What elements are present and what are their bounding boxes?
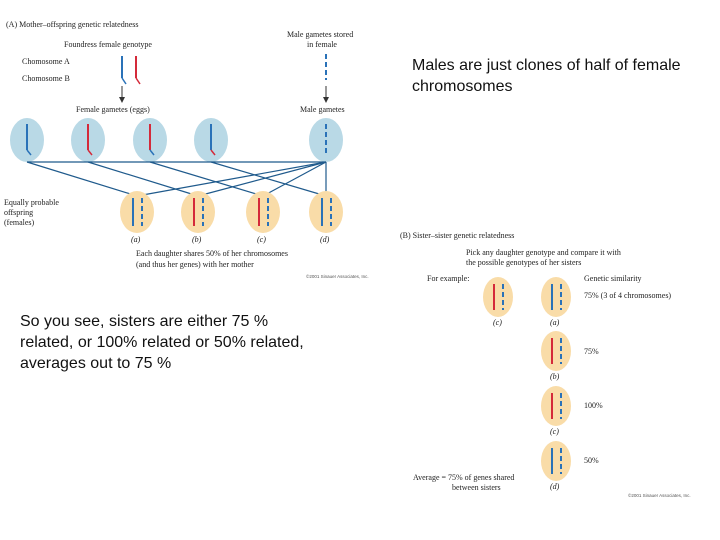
- offspring-label-line1: Equally probable: [4, 198, 59, 207]
- males-note: Males are just clones of half of female …: [412, 57, 681, 95]
- picked-letter: (c): [493, 318, 502, 327]
- panelA-title: (A) Mother–offspring genetic relatedness: [6, 20, 139, 29]
- panelB-copyright: ©2001 Sinauer Associates, Inc.: [628, 493, 691, 498]
- gamete-ovals: [10, 118, 343, 162]
- row-letter-c: (c): [550, 427, 559, 436]
- row-similarity-a: 75% (3 of 4 chromosomes): [584, 291, 672, 300]
- row-similarity-c: 100%: [584, 401, 603, 410]
- offspring-letter-a: (a): [131, 235, 141, 244]
- sisters-note: So you see, sisters are either 75 % rela…: [20, 313, 304, 372]
- offspring-letter-b: (b): [192, 235, 202, 244]
- row-letter-d: (d): [550, 482, 560, 491]
- chromosome-b-label: Chomosome B: [22, 74, 70, 83]
- row-similarity-b: 75%: [584, 347, 599, 356]
- panelB-title: (B) Sister–sister genetic relatedness: [400, 231, 515, 240]
- panelB-ovals: [483, 277, 571, 481]
- instruction-line2: the possible genotypes of her sisters: [466, 258, 582, 267]
- male-stored-label: Male gametes stored: [287, 30, 354, 39]
- offspring-label: Equally probable offspring (females): [4, 198, 59, 228]
- panelA-copyright: ©2001 Sinauer Associates, Inc.: [306, 274, 369, 279]
- offspring-ovals: [120, 191, 343, 233]
- offspring-letter-d: (d): [320, 235, 330, 244]
- similarity-header: Genetic similarity: [584, 274, 642, 283]
- row-letter-b: (b): [550, 372, 560, 381]
- offspring-letter-c: (c): [257, 235, 266, 244]
- offspring-label-line3: (females): [4, 218, 35, 227]
- row-similarity-d: 50%: [584, 456, 599, 465]
- instruction-line1: Pick any daughter genotype and compare i…: [466, 248, 621, 257]
- caption-line2: (and thus her genes) with her mother: [136, 260, 254, 269]
- male-stored-label-2: in female: [307, 40, 337, 49]
- male-gametes-label: Male gametes: [300, 105, 345, 114]
- for-example-label: For example:: [427, 274, 470, 283]
- caption-line1: Each daughter shares 50% of her chromoso…: [136, 249, 288, 258]
- female-gametes-label: Female gametes (eggs): [76, 105, 150, 114]
- average-line1: Average = 75% of genes shared: [413, 473, 515, 482]
- foundress-chromosomes: [121, 56, 141, 85]
- chromosome-a-label: Chomosome A: [22, 57, 70, 66]
- row-letter-a: (a): [550, 318, 560, 327]
- foundress-label: Foundress female genotype: [64, 40, 152, 49]
- fertilization-lines: [26, 161, 327, 197]
- average-line2: between sisters: [452, 483, 501, 492]
- offspring-label-line2: offspring: [4, 208, 34, 217]
